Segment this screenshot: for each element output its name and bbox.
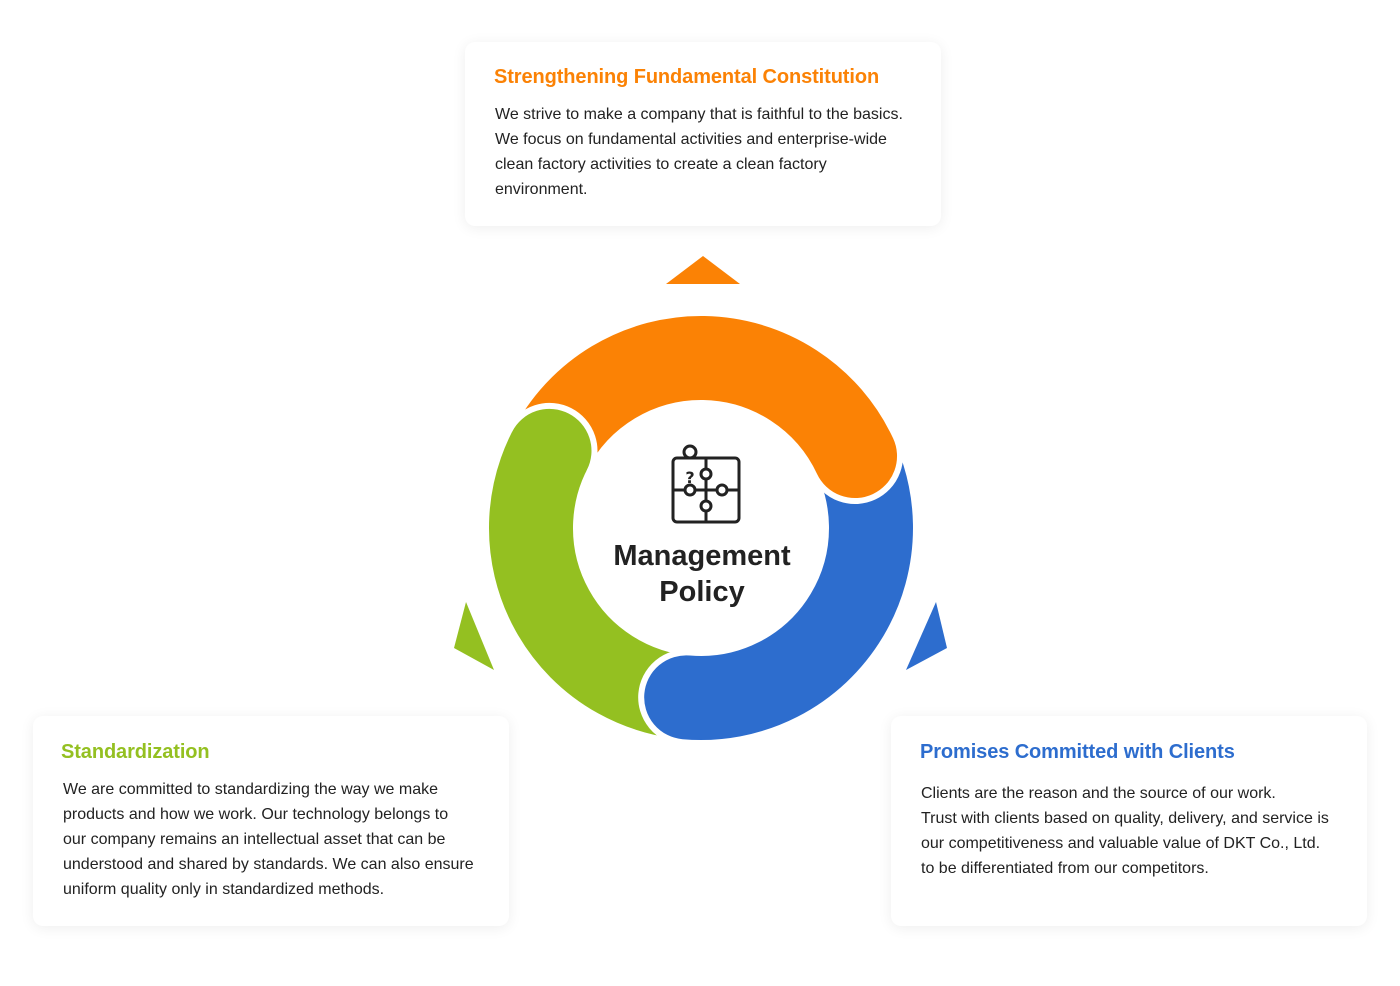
center-title-line1: Management (613, 540, 791, 572)
card-line: Clients are the reason and the source of… (921, 785, 1276, 802)
center-title: Management Policy (560, 538, 844, 610)
right-arrow (906, 602, 947, 670)
card-line: Trust with clients based on quality, del… (921, 810, 1329, 827)
card-client-promises: Promises Committed with Clients Clients … (891, 716, 1367, 926)
card-body: We are committed to standardizing the wa… (61, 777, 481, 902)
card-line: our company remains an intellectual asse… (63, 831, 446, 848)
card-line: to be differentiated from our competitor… (921, 860, 1209, 877)
left-arrow (454, 602, 494, 670)
segment-orange (506, 310, 903, 505)
center-title-line2: Policy (659, 576, 745, 608)
puzzle-icon: ? (671, 444, 741, 524)
svg-text:?: ? (685, 468, 694, 487)
card-body: Clients are the reason and the source of… (920, 781, 1339, 881)
card-line: environment. (495, 181, 588, 198)
card-fundamental-constitution: Strengthening Fundamental Constitution W… (465, 42, 941, 226)
card-line: We are committed to standardizing the wa… (63, 781, 438, 798)
card-title: Strengthening Fundamental Constitution (494, 66, 880, 88)
card-line: uniform quality only in standardized met… (63, 881, 385, 898)
card-body: We strive to make a company that is fait… (494, 102, 913, 202)
card-line: products and how we work. Our technology… (63, 806, 449, 823)
card-standardization: Standardization We are committed to stan… (33, 716, 509, 926)
card-title: Promises Committed with Clients (920, 741, 1235, 763)
card-line: understood and shared by standards. We c… (63, 856, 474, 873)
card-line: clean factory activities to create a cle… (495, 156, 827, 173)
card-line: our competitiveness and valuable value o… (921, 835, 1321, 852)
card-line: We strive to make a company that is fait… (495, 106, 903, 123)
top-arrow (666, 256, 740, 284)
card-title: Standardization (61, 741, 210, 763)
card-line: We focus on fundamental activities and e… (495, 131, 887, 148)
